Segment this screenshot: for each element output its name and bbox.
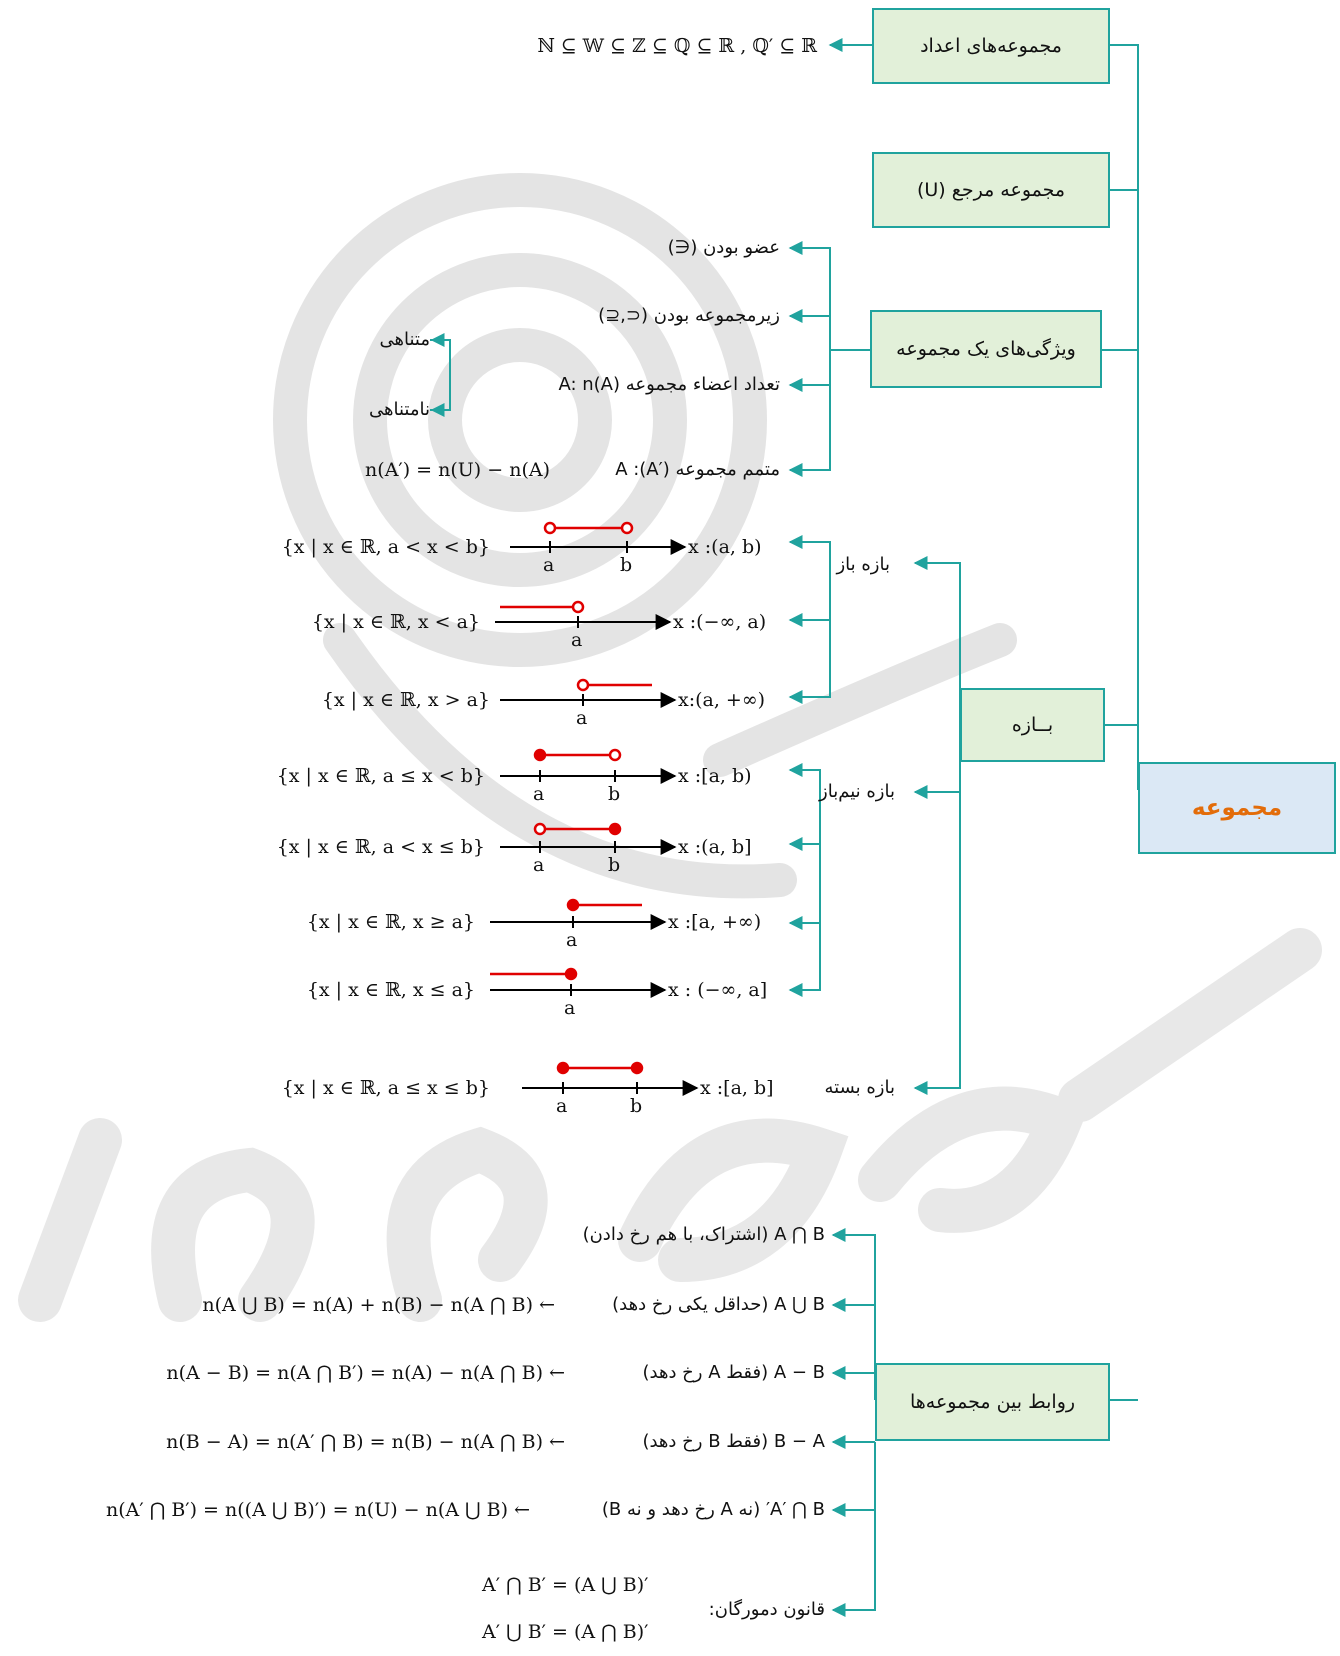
demorgan-law-2: A′ ⋃ B′ = (A ⋂ B)′: [482, 1621, 649, 1643]
tick-label: b: [620, 554, 633, 576]
interval-notation: x :[a, b]: [700, 1077, 774, 1099]
interval-notation: x :(a, b): [688, 536, 762, 558]
relation-label: A ⋃ B (حداقل یکی رخ دهد): [612, 1294, 825, 1315]
tick-label: a: [543, 554, 555, 576]
tick-label: a: [533, 854, 545, 876]
relation-label: A′ ⋂ B′ (نه A رخ دهد و نه B): [601, 1499, 825, 1520]
tick-label: a: [571, 629, 583, 651]
interval-node[interactable]: بــازه: [960, 688, 1105, 762]
tick-label: b: [608, 854, 621, 876]
interval-notation: x :(a, b]: [678, 836, 752, 858]
membership-label: عضو بودن (∈): [667, 237, 780, 258]
interval-notation: x :(−∞, a): [673, 611, 767, 633]
tick-label: a: [533, 783, 545, 805]
tick-label: a: [556, 1095, 568, 1117]
tick-label: a: [564, 997, 576, 1019]
half-open-interval-label: بازه نیم‌باز: [819, 781, 895, 802]
interval-set: {x | x ∈ ℝ, x > a}: [321, 689, 490, 711]
relation-label: A ⋂ B (اشتراک، با هم رخ دادن): [582, 1224, 825, 1245]
numbers-node[interactable]: مجموعه‌های اعداد: [872, 8, 1110, 84]
interval-set: {x | x ∈ ℝ, x ≤ a}: [306, 979, 475, 1001]
closed-interval-label: بازه بسته: [824, 1077, 896, 1098]
cardinality-label: تعداد اعضاء مجموعه A: n(A): [558, 374, 780, 395]
interval-set: {x | x ∈ ℝ, x < a}: [311, 611, 480, 633]
complement-label: متمم مجموعه A :(A′): [615, 459, 780, 480]
relation-formula: n(B − A) = n(A′ ⋂ B) = n(B) − n(A ⋂ B) ←: [166, 1431, 565, 1453]
interval-notation: x :[a, b): [678, 765, 752, 787]
finite-label: متناهی: [379, 329, 430, 350]
properties-node[interactable]: ویژگی‌های یک مجموعه: [870, 310, 1102, 388]
universal-node[interactable]: مجموعه مرجع (U): [872, 152, 1110, 228]
interval-set: {x | x ∈ ℝ, a < x ≤ b}: [276, 836, 485, 858]
relation-formula: n(A − B) = n(A ⋂ B′) = n(A) − n(A ⋂ B) ←: [166, 1362, 565, 1384]
number-lines: [490, 539, 699, 1096]
interval-segments: [490, 526, 652, 1070]
relations-node[interactable]: روابط بین مجموعه‌ها: [875, 1363, 1110, 1441]
endpoints: [533, 521, 644, 1075]
interval-notation: x:(a, +∞): [678, 689, 766, 711]
ticks: [539, 541, 638, 1094]
demorgan-law-1: A′ ⋂ B′ = (A ⋃ B)′: [482, 1574, 649, 1596]
demorgan-label: قانون دمورگان:: [708, 1599, 825, 1620]
root-node[interactable]: مجموعه: [1138, 762, 1336, 854]
infinite-label: نامتناهی: [369, 399, 430, 420]
complement-formula: n(A′) = n(U) − n(A): [365, 459, 550, 481]
interval-set: {x | x ∈ ℝ, a ≤ x ≤ b}: [281, 1077, 490, 1099]
relation-formula: n(A ⋃ B) = n(A) + n(B) − n(A ⋂ B) ←: [202, 1294, 555, 1316]
open-interval-label: بازه باز: [836, 554, 890, 575]
interval-notation: x :[a, +∞): [668, 911, 762, 933]
interval-set: {x | x ∈ ℝ, a < x < b}: [281, 536, 490, 558]
tick-label: b: [630, 1095, 643, 1117]
relation-formula: n(A′ ⋂ B′) = n((A ⋃ B)′) = n(U) − n(A ⋃ …: [105, 1499, 530, 1521]
interval-set: {x | x ∈ ℝ, x ≥ a}: [306, 911, 475, 933]
tick-label: b: [608, 783, 621, 805]
interval-notation: x : (−∞, a]: [668, 979, 768, 1001]
subset-label: زیرمجموعه بودن (⊂,⊆): [598, 305, 780, 326]
interval-set: {x | x ∈ ℝ, a ≤ x < b}: [276, 765, 485, 787]
relation-label: A − B (فقط A رخ دهد): [642, 1362, 825, 1383]
tick-label: a: [566, 929, 578, 951]
tick-label: a: [576, 707, 588, 729]
number-sets-chain: ℕ ⊆ 𝕎 ⊆ ℤ ⊆ ℚ ⊆ ℝ , ℚ′ ⊆ ℝ: [537, 35, 817, 57]
relation-label: B − A (فقط B رخ دهد): [642, 1431, 825, 1452]
